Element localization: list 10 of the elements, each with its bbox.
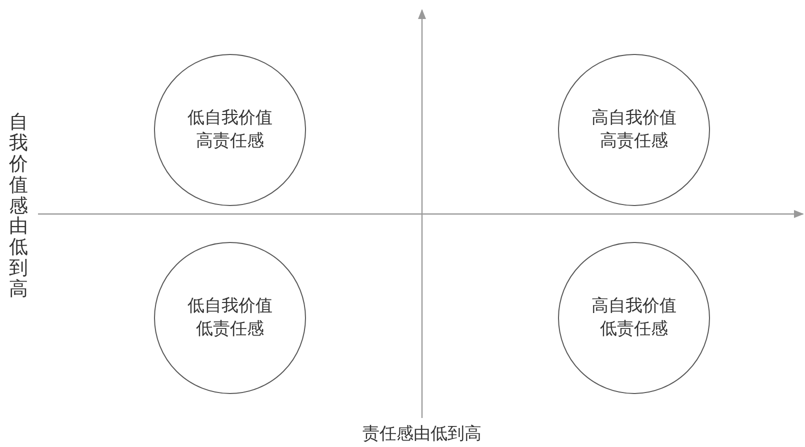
axis-label: 责任感由低到高 [362,424,482,444]
quadrant-text: 低责任感 [196,318,264,341]
axis-label: 自我价值感由低到高 [9,112,28,300]
quadrant-text: 低自我价值 [188,295,272,318]
quadrant-text: 低责任感 [600,318,668,341]
quadrant-text: 低自我价值 [188,107,272,130]
quadrant-text: 高自我价值 [592,107,676,130]
quadrant-text: 高责任感 [600,130,668,153]
quadrant-text: 高自我价值 [592,295,676,318]
quadrant-text: 高责任感 [196,130,264,153]
